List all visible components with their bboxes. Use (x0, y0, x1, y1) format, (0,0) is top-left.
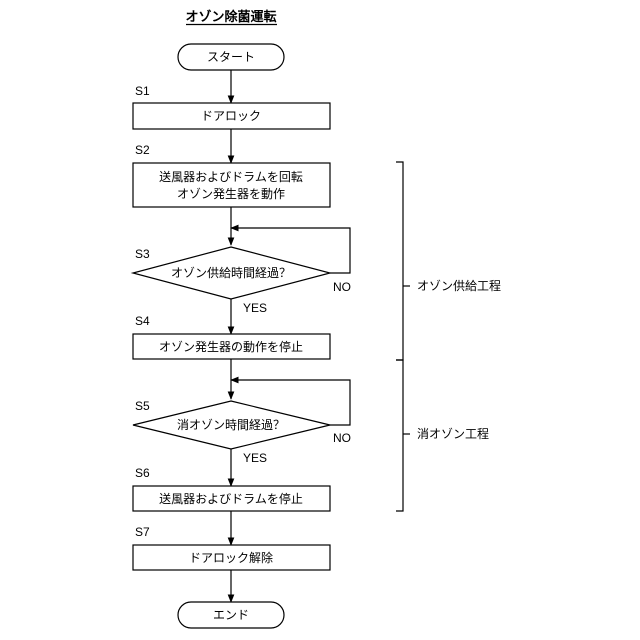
step-label-s2: S2 (135, 143, 150, 157)
process-s2-label-line2: オゾン発生器を動作 (177, 187, 285, 201)
step-label-s4: S4 (135, 314, 150, 328)
process-s2-label-line1: 送風器およびドラムを回転 (159, 169, 303, 184)
process-s7-label: ドアロック解除 (189, 550, 273, 565)
decision-s3-label: オゾン供給時間経過？ (171, 266, 291, 280)
process-ozone-supply-label: オゾン供給工程 (417, 278, 501, 293)
step-label-s1: S1 (135, 84, 150, 98)
process-s4-label: オゾン発生器の動作を停止 (159, 339, 303, 354)
step-label-s6: S6 (135, 466, 150, 480)
bracket-ozone-supply (396, 162, 403, 360)
process-s1-label: ドアロック (201, 109, 261, 123)
process-ozone-removal-label: 消オゾン工程 (417, 426, 489, 441)
step-label-s3: S3 (135, 247, 150, 261)
branch-s3-no: NO (333, 280, 351, 294)
bracket-ozone-removal (396, 360, 403, 511)
step-label-s7: S7 (135, 525, 150, 539)
decision-s5-label: 消オゾン時間経過？ (177, 418, 285, 432)
branch-s5-yes: YES (243, 451, 267, 465)
start-label: スタート (207, 50, 255, 64)
end-label: エンド (213, 608, 249, 622)
branch-s3-yes: YES (243, 301, 267, 315)
step-label-s5: S5 (135, 399, 150, 413)
diagram-title: オゾン除菌運転 (185, 9, 276, 24)
process-s6-label: 送風器およびドラムを停止 (159, 491, 303, 506)
branch-s5-no: NO (333, 431, 351, 445)
